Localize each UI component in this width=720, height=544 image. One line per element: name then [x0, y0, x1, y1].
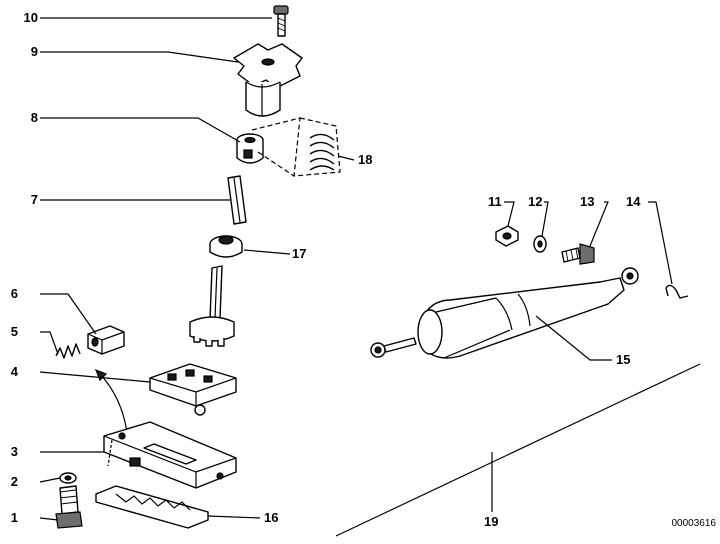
- callout-2: 2: [11, 474, 18, 489]
- part-11-nut: [495, 225, 519, 247]
- callout-16: 16: [264, 510, 278, 525]
- part-2-washer: [59, 472, 77, 484]
- part-6-block: [87, 325, 125, 355]
- part-13-bolt: [561, 243, 595, 265]
- callout-11: 11: [488, 194, 502, 209]
- callout-15: 15: [616, 352, 630, 367]
- callout-8: 8: [31, 110, 38, 125]
- part-1-bolt: [55, 485, 83, 529]
- callout-18: 18: [358, 152, 372, 167]
- part-3-base-plate: [103, 421, 237, 489]
- callout-14: 14: [626, 194, 641, 209]
- callout-19: 19: [484, 514, 498, 529]
- callout-4: 4: [11, 364, 19, 379]
- part-7-pin: [227, 175, 247, 225]
- part-19-boundary: [335, 363, 701, 537]
- callout-13: 13: [580, 194, 594, 209]
- callout-12: 12: [528, 194, 542, 209]
- part-12-washer: [533, 235, 547, 253]
- part-10-screw: [273, 5, 289, 37]
- callout-1: 1: [11, 510, 18, 525]
- callout-7: 7: [31, 192, 38, 207]
- part-8-bushing: [236, 133, 264, 164]
- part-5-spring: [55, 343, 81, 359]
- callout-3: 3: [11, 444, 18, 459]
- part-18-spring: [251, 117, 341, 177]
- leader-lines: [39, 17, 673, 521]
- part-4-carrier: [149, 363, 237, 416]
- part-17-gear-shaft: [189, 235, 243, 347]
- part-15-gas-spring: [370, 267, 639, 359]
- part-16-serrated-plate: [95, 485, 209, 529]
- part-9-mount-plate: [233, 43, 303, 117]
- part-14-clip: [665, 284, 689, 299]
- callout-9: 9: [31, 44, 38, 59]
- diagram-reference-number: 00003616: [672, 518, 717, 529]
- callout-labels: 10 9 8 7 17 6 5 4 3 2 1 16 18 11 12 13 1…: [11, 10, 641, 529]
- callout-10: 10: [24, 10, 38, 25]
- callout-6: 6: [11, 286, 18, 301]
- callout-17: 17: [292, 246, 306, 261]
- callout-5: 5: [11, 324, 18, 339]
